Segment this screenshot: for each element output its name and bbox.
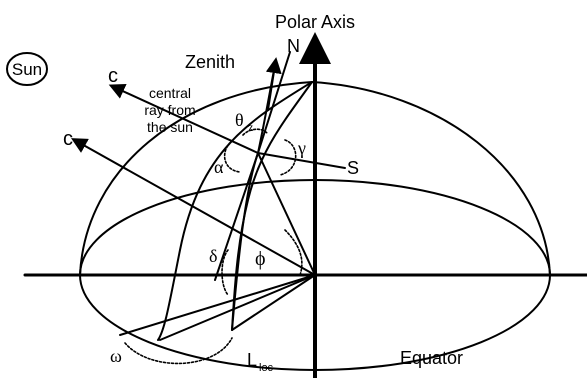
polar-axis-label: Polar Axis: [275, 12, 355, 32]
c-left-label: c: [63, 128, 73, 150]
gamma-label: γ: [297, 138, 306, 158]
north-label: N: [287, 36, 300, 56]
zenith-label: Zenith: [185, 52, 235, 72]
delta-label: δ: [209, 246, 217, 266]
zenith-arrow: [265, 57, 282, 111]
omega-arc: [124, 337, 233, 365]
theta-subscript: z: [248, 120, 253, 134]
south-label: S: [347, 158, 359, 178]
alpha-label: α: [214, 157, 224, 177]
theta-arc: [242, 128, 269, 136]
l-loc-label: L: [247, 350, 257, 370]
theta-label: θ: [235, 110, 244, 130]
central-ray-label-3: the sun: [147, 119, 193, 135]
radius-lower-left-2: [231, 274, 316, 331]
central-ray-label-2: ray from: [144, 102, 195, 118]
central-ray-lower: [71, 138, 316, 276]
south-line: [257, 152, 346, 169]
omega-label: ω: [110, 346, 122, 366]
radius-lower-left-3: [159, 274, 316, 341]
north-line-lower: [214, 152, 259, 281]
phi-label: ϕ: [255, 248, 266, 270]
l-loc-subscript: loc: [259, 362, 274, 374]
central-ray-label-1: central: [149, 85, 191, 101]
gamma-arc: [279, 139, 297, 176]
sun-circle: [6, 52, 48, 86]
delta-arc: [221, 249, 229, 296]
alpha-arc: [223, 139, 241, 173]
phi-arc: [284, 229, 303, 276]
north-line: [257, 51, 291, 154]
equator-label: Equator: [400, 348, 463, 368]
c-top-label: c: [108, 65, 118, 87]
radius-lower-left-1: [119, 274, 316, 336]
sun-label: Sun: [12, 60, 42, 79]
radius-to-point: [257, 152, 316, 276]
central-ray-upper: [108, 84, 259, 154]
